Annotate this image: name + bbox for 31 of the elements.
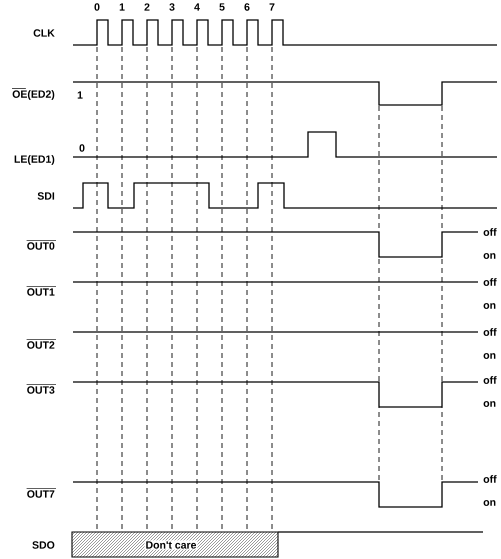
signal-name: OUT3 [26,384,56,394]
state-label: on [484,253,496,259]
signal-name: OUT2 [26,339,56,349]
pulse-number: 2 [144,3,150,11]
state-label: on [484,500,496,506]
signal-name: SDO [32,541,54,549]
signal-name: OUT1 [26,286,56,296]
pulse-number: 0 [94,3,100,11]
pulse-number: 6 [244,3,250,11]
signal-name: SDI [38,192,54,200]
signal-name: OUT7 [26,488,56,498]
state-label: off [484,475,497,483]
pulse-number: 4 [194,3,200,11]
state-label: off [484,278,497,286]
box-label: Don't care [144,540,198,550]
state-label: on [484,401,496,407]
pulse-number: 1 [120,3,125,11]
signal-name: OUT0 [26,240,56,250]
pulse-number: 7 [270,3,274,11]
state-label: on [484,353,496,359]
signal-name: OE(ED2) [12,88,54,100]
signal-name: CLK [34,29,55,37]
state-label: off [484,328,497,336]
state-label: off [484,228,497,236]
pulse-number: 3 [169,3,175,11]
level-label: 1 [78,91,83,99]
pulse-number: 5 [219,3,225,11]
signal-name: LE(ED1) [14,155,54,165]
state-label: off [484,376,497,384]
level-label: 0 [80,144,84,152]
state-label: on [484,303,496,309]
